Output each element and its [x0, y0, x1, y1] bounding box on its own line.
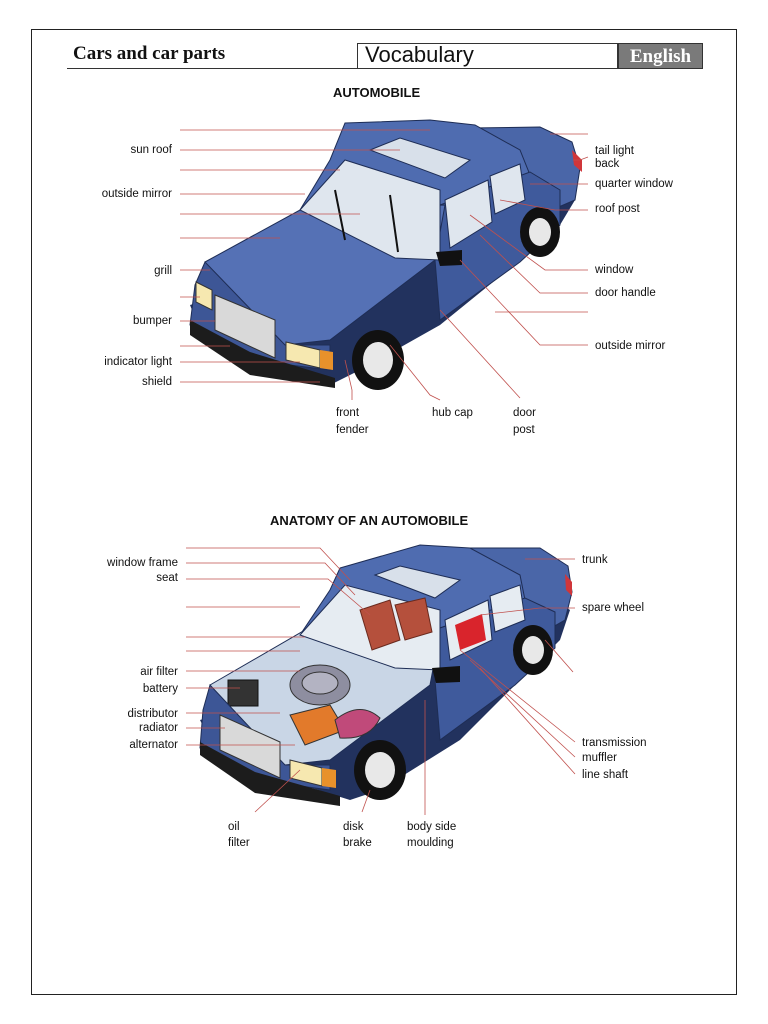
car-exterior-illustration [190, 120, 582, 390]
car-anatomy-illustration [200, 545, 572, 806]
